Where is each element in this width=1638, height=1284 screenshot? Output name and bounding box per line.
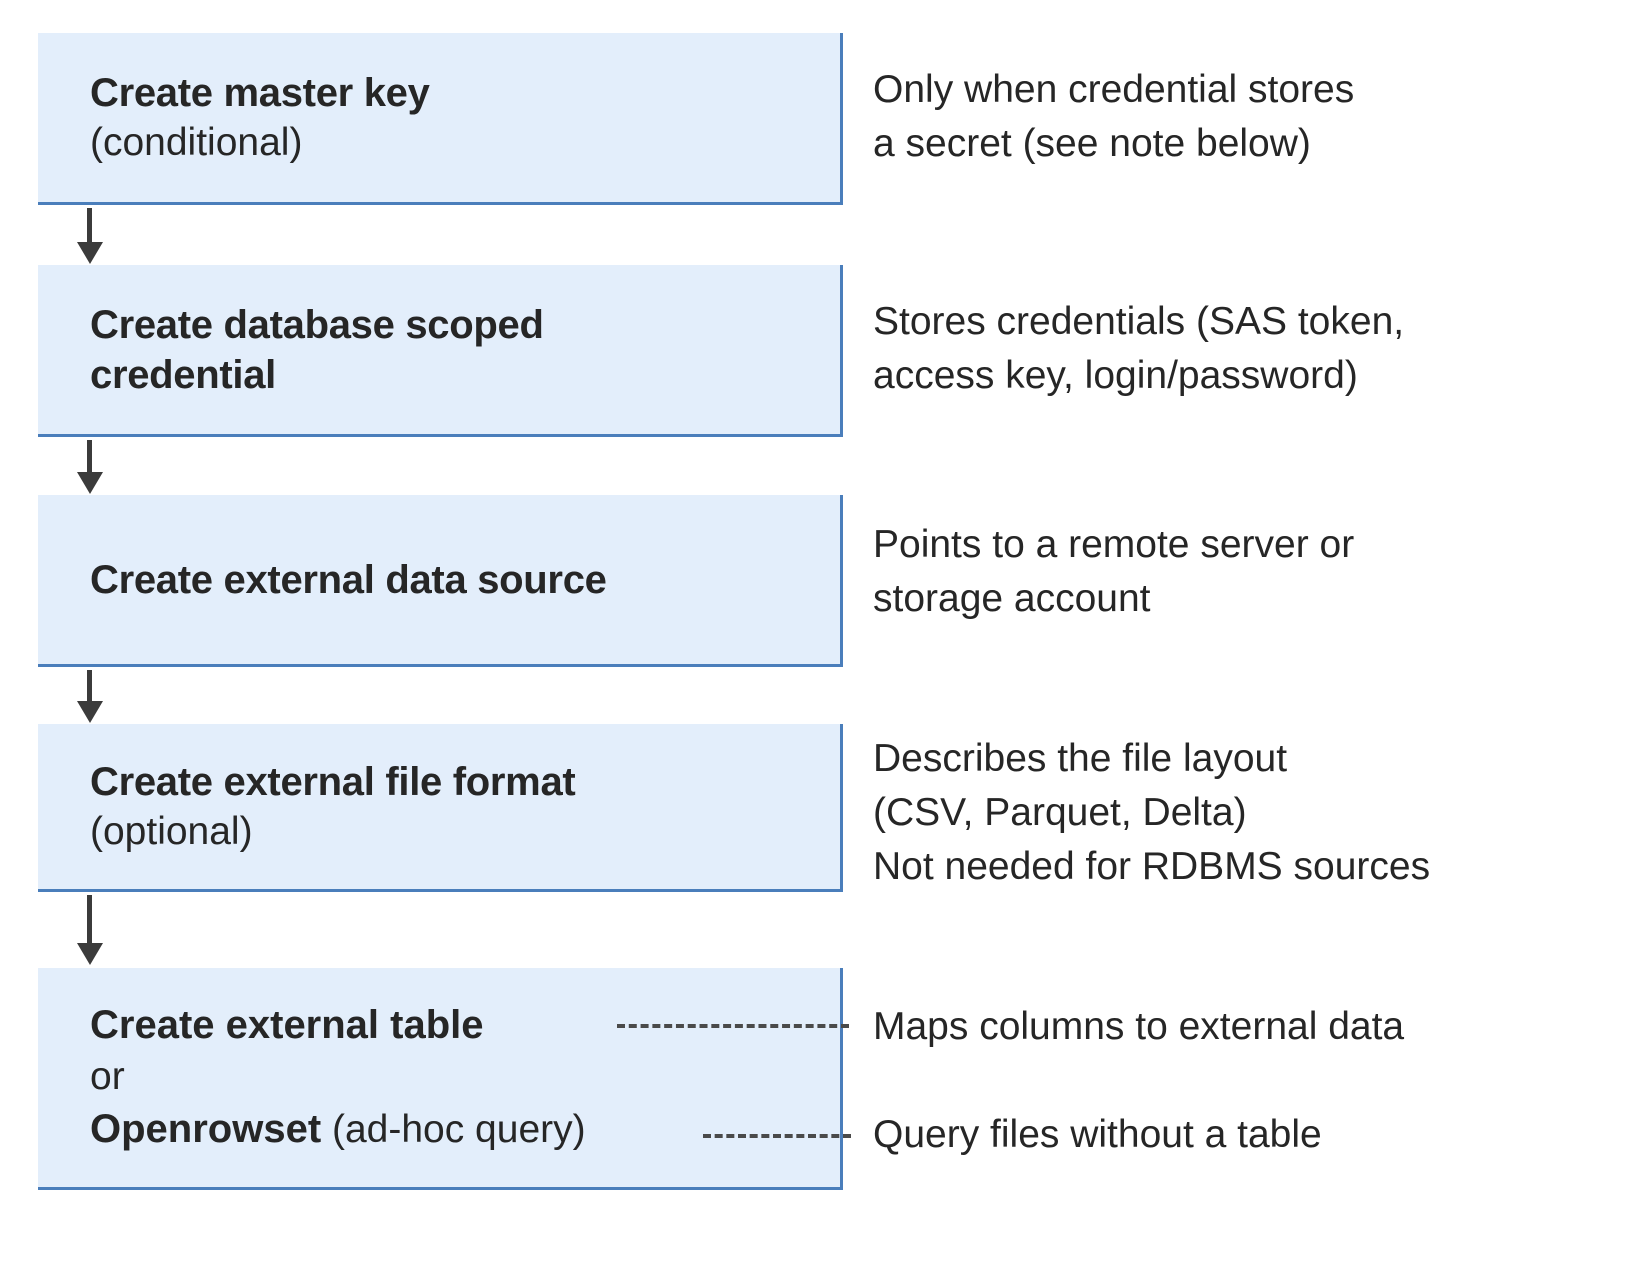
note-openrowset: Query files without a table <box>873 1113 1322 1156</box>
arrow-shaft <box>87 895 92 945</box>
arrow-shaft <box>87 208 92 244</box>
note-create-database-scoped-credential: Stores credentials (SAS token, access ke… <box>873 300 1405 397</box>
step-title: Create master key <box>90 70 430 115</box>
step-title: Create external data source <box>90 557 607 602</box>
arrow-down-icon <box>77 440 103 495</box>
arrow-down-icon <box>77 670 103 724</box>
step-box-create-master-key[interactable]: Create master key (conditional) <box>38 33 843 205</box>
note-create-external-table: Maps columns to external data <box>873 1005 1405 1048</box>
step-box-create-external-table-or-openrowset[interactable]: Create external table or Openrowset (ad-… <box>38 968 843 1190</box>
arrow-head <box>77 943 103 965</box>
note-create-external-data-source: Points to a remote server or storage acc… <box>873 523 1355 620</box>
step-box-create-external-file-format[interactable]: Create external file format (optional) <box>38 724 843 892</box>
option-openrowset: Openrowset (ad-hoc query) <box>38 1103 840 1156</box>
step-title-line-1: Create database scoped <box>90 302 544 347</box>
dashed-connector-openrowset <box>703 1134 851 1138</box>
step-title: Create external file format <box>90 759 576 804</box>
option-create-external-table: Create external table <box>90 1003 484 1047</box>
option-separator-or: or <box>90 1055 125 1098</box>
arrow-down-icon <box>77 895 103 968</box>
note-create-master-key: Only when credential stores a secret (se… <box>873 68 1355 165</box>
step-subtitle: (optional) <box>90 809 253 853</box>
step-title-line-2: credential <box>90 352 276 397</box>
arrow-shaft <box>87 440 92 474</box>
arrow-head <box>77 472 103 494</box>
arrow-down-icon <box>77 208 103 265</box>
step-subtitle: (conditional) <box>90 120 303 164</box>
step-box-create-external-data-source[interactable]: Create external data source <box>38 495 843 667</box>
arrow-head <box>77 701 103 723</box>
arrow-head <box>77 242 103 264</box>
option-openrowset-keyword: Openrowset <box>90 1107 322 1151</box>
arrow-shaft <box>87 670 92 703</box>
note-create-external-file-format: Describes the file layout (CSV, Parquet,… <box>873 737 1431 888</box>
option-openrowset-qualifier: (ad-hoc query) <box>321 1108 586 1151</box>
dashed-connector-external-table <box>617 1024 849 1028</box>
step-box-create-database-scoped-credential[interactable]: Create database scoped credential <box>38 265 843 437</box>
